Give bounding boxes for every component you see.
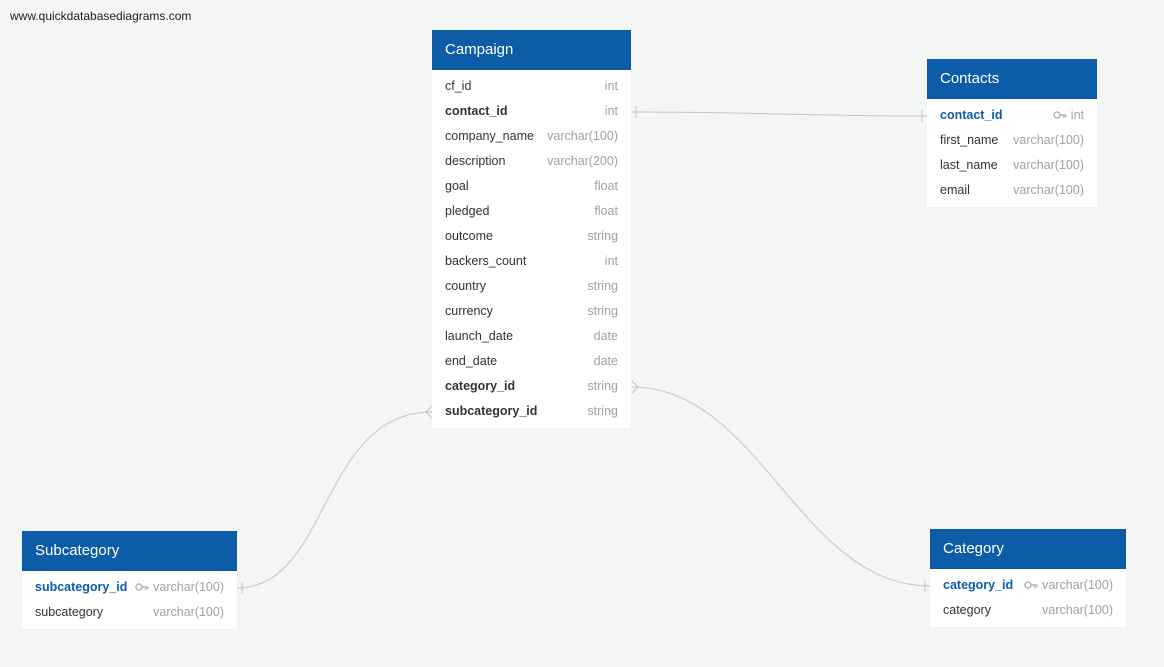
campaign-column-pledged[interactable]: pledged float [432,199,631,224]
link-campaign-contacts [631,111,928,117]
column-name: email [940,183,970,197]
key-icon [1024,580,1038,589]
campaign-column-backers-count[interactable]: backers_count int [432,249,631,274]
key-icon [1052,110,1067,119]
link-campaign-category [631,386,931,587]
column-type-wrapper: int [1052,103,1084,128]
column-type-wrapper: varchar(100) [1024,573,1113,598]
column-name: category_id [445,379,516,393]
column-type: varchar(100) [153,605,224,619]
link-campaign-subcategory [236,411,433,589]
column-name: company_name [445,129,534,143]
column-name: launch_date [445,329,514,343]
campaign-table-title[interactable]: Campaign [432,30,631,70]
contacts-column-first-name[interactable]: first_name varchar(100) [927,128,1097,153]
column-name: country [445,279,486,293]
contacts-column-email[interactable]: email varchar(100) [927,178,1097,203]
campaign-column-outcome[interactable]: outcome string [432,224,631,249]
column-type: varchar(100) [153,580,224,594]
contacts-table[interactable]: Contacts contact_id int first_name varch… [927,59,1097,207]
column-name: contact_id [940,108,1003,122]
campaign-column-goal[interactable]: goal float [432,174,631,199]
column-type: date [593,354,618,368]
campaign-column-company-name[interactable]: company_name varchar(100) [432,124,631,149]
column-type: varchar(100) [1042,603,1113,617]
category-table[interactable]: Category category_id varchar(100) catego… [930,529,1126,627]
campaign-column-launch-date[interactable]: launch_date date [432,324,631,349]
column-type: string [587,229,618,243]
subcategory-column-subcategory[interactable]: subcategory varchar(100) [22,600,237,625]
link-many-marker-subcategory [425,405,433,419]
column-type: int [1070,108,1084,122]
column-type: varchar(100) [1042,578,1113,592]
column-type: varchar(100) [1013,133,1084,147]
campaign-column-contact-id[interactable]: contact_id int [432,99,631,124]
column-type: varchar(100) [1013,183,1084,197]
campaign-column-country[interactable]: country string [432,274,631,299]
column-type: varchar(100) [547,129,618,143]
subcategory-table-title[interactable]: Subcategory [22,531,237,571]
column-name: currency [445,304,493,318]
campaign-column-end-date[interactable]: end_date date [432,349,631,374]
column-type: int [604,254,618,268]
category-column-category[interactable]: category varchar(100) [930,598,1126,623]
column-name: category [943,603,991,617]
column-name: outcome [445,229,493,243]
column-type-wrapper: varchar(100) [135,575,224,600]
column-name: backers_count [445,254,527,268]
column-name: subcategory_id [445,404,538,418]
column-name: pledged [445,204,490,218]
column-type: string [587,379,618,393]
column-type: float [594,179,618,193]
column-name: last_name [940,158,998,172]
contacts-column-last-name[interactable]: last_name varchar(100) [927,153,1097,178]
watermark-text: www.quickdatabasediagrams.com [10,9,192,23]
category-table-title[interactable]: Category [930,529,1126,569]
subcategory-table[interactable]: Subcategory subcategory_id varchar(100) … [22,531,237,629]
campaign-column-description[interactable]: description varchar(200) [432,149,631,174]
column-type: date [593,329,618,343]
subcategory-column-subcategory-id[interactable]: subcategory_id varchar(100) [22,575,237,600]
column-type: varchar(100) [1013,158,1084,172]
column-type: varchar(200) [547,154,618,168]
column-type: int [604,104,618,118]
campaign-column-cf-id[interactable]: cf_id int [432,74,631,99]
campaign-column-category-id[interactable]: category_id string [432,374,631,399]
column-name: contact_id [445,104,508,118]
campaign-column-currency[interactable]: currency string [432,299,631,324]
column-name: subcategory_id [35,580,128,594]
column-name: end_date [445,354,498,368]
campaign-column-subcategory-id[interactable]: subcategory_id string [432,399,631,424]
column-name: goal [445,179,469,193]
column-name: category_id [943,578,1014,592]
column-type: string [587,404,618,418]
column-type: string [587,279,618,293]
category-column-category-id[interactable]: category_id varchar(100) [930,573,1126,598]
contacts-column-contact-id[interactable]: contact_id int [927,103,1097,128]
campaign-table[interactable]: Campaign cf_id int contact_id int compan… [432,30,631,428]
column-name: subcategory [35,605,104,619]
column-name: first_name [940,133,999,147]
link-many-marker-category [631,380,639,394]
column-name: description [445,154,506,168]
contacts-table-title[interactable]: Contacts [927,59,1097,99]
column-type: string [587,304,618,318]
column-name: cf_id [445,79,472,93]
column-type: float [594,204,618,218]
column-type: int [604,79,618,93]
key-icon [135,582,149,591]
